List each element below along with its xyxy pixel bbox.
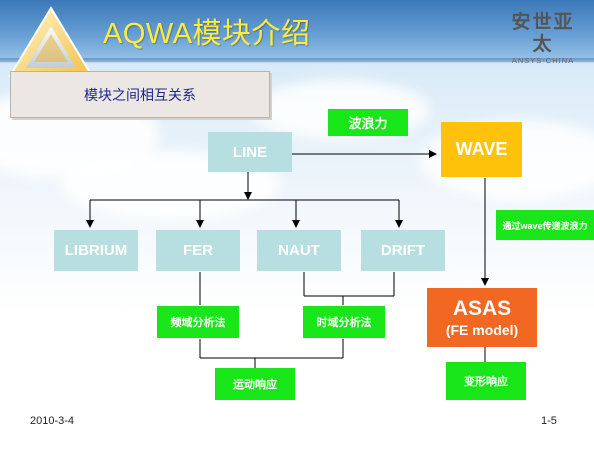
module-line: LINE (208, 132, 292, 172)
triangle-logo-icon (8, 6, 94, 77)
module-drift: DRIFT (361, 230, 445, 271)
footer-date: 2010-3-4 (30, 415, 75, 427)
brand-name-cn: 安世亚太 (511, 12, 575, 55)
module-wave: WAVE (441, 122, 522, 177)
asas-subtitle: (FE model) (445, 321, 519, 338)
tag-deformation-response: 变形响应 (446, 362, 526, 400)
tag-freq-domain: 频域分析法 (157, 306, 239, 338)
asas-title: ASAS (452, 296, 512, 320)
slide-title: AQWA模块介绍 (103, 18, 311, 50)
header-band (0, 0, 594, 62)
tag-transfer-pressure: 通过wave传递波浪力 (496, 210, 594, 240)
tag-motion-response: 运动响应 (215, 368, 295, 400)
module-fer: FER (156, 230, 240, 271)
subtitle-text: 模块之间相互关系 (84, 86, 196, 103)
module-naut: NAUT (257, 230, 341, 271)
tag-time-domain: 时域分析法 (303, 306, 385, 338)
brand-name-en: ANSYS-CHINA (511, 56, 575, 65)
module-asas: ASAS (FE model) (427, 288, 537, 347)
subtitle-panel: 模块之间相互关系 (10, 71, 270, 118)
module-librium: LIBRIUM (54, 230, 138, 271)
header-shadow (0, 58, 594, 64)
brand-logo: 安世亚太 ANSYS-CHINA (502, 12, 584, 65)
tag-wave-force: 波浪力 (328, 109, 408, 136)
footer-page-number: 1-5 (541, 415, 557, 427)
